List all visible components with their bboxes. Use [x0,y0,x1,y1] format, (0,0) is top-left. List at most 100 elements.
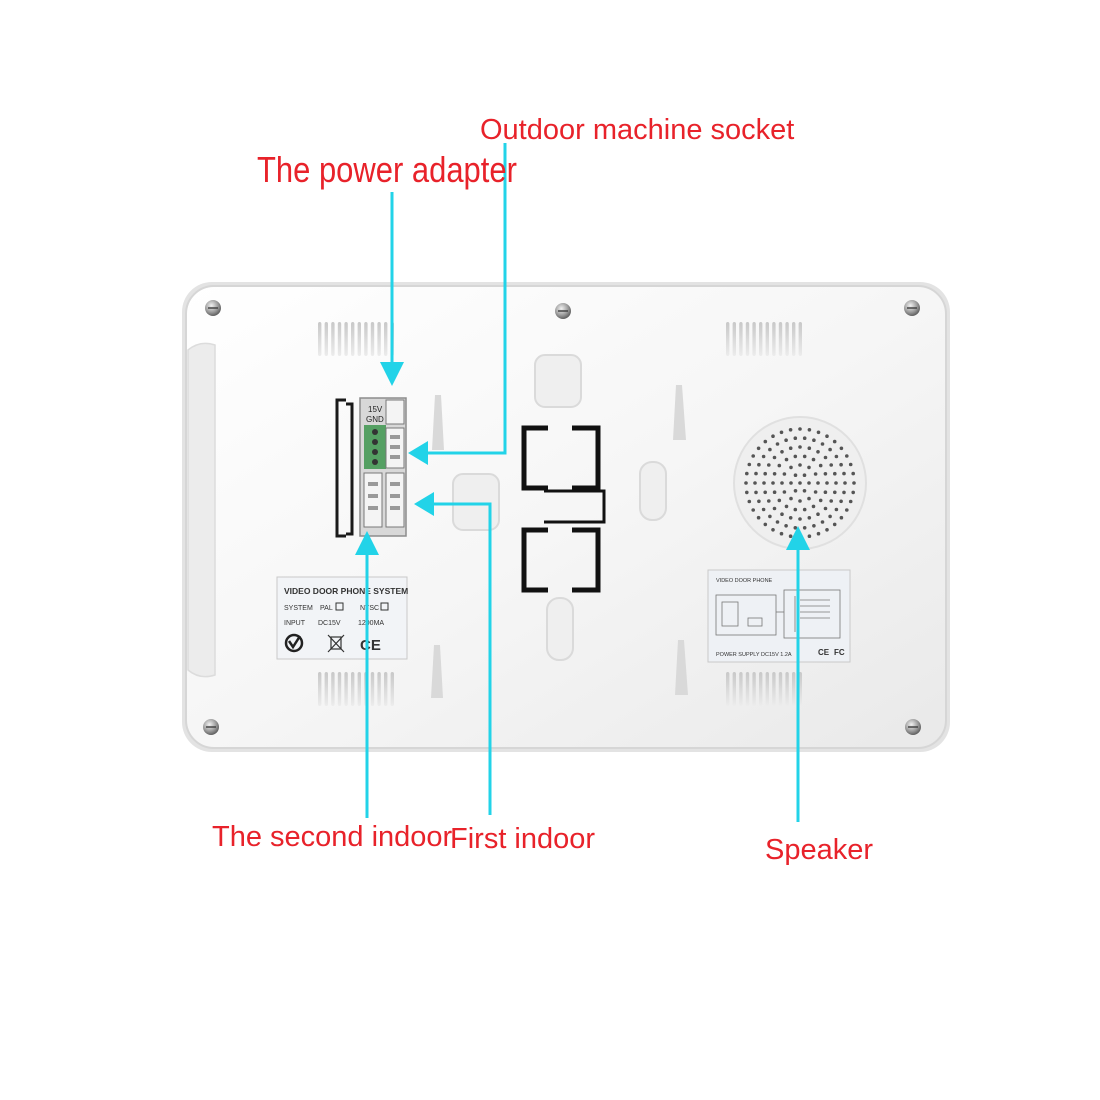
vent-slot [384,322,388,356]
speaker-hole [793,489,798,493]
speaker-hole [775,442,780,446]
speaker-hole [823,455,828,460]
speaker-hole [807,516,812,520]
speaker-hole [793,526,798,530]
speaker-hole [802,489,807,493]
speaker-hole [751,508,755,512]
speaker-hole [813,490,818,494]
speaker-hole [839,515,844,520]
speaker-hole [788,534,793,538]
speaker-hole [777,463,782,468]
speaker-hole [784,438,788,443]
vent-slot [331,672,335,706]
vent-slot [344,322,348,356]
speaker-hole [811,457,816,462]
speaker-hole [754,471,758,476]
ntsc-checkbox [380,602,389,611]
screw-bottom-left [203,719,219,735]
callout-arrowheads [355,362,810,555]
speaker-hole [823,506,828,511]
speaker-hole [823,490,828,495]
screw-bottom-right [905,719,921,735]
speaker-hole [802,507,807,512]
speaker-hole [784,457,789,462]
speaker-hole [825,481,829,485]
speaker-hole [834,454,839,459]
speaker-hole [829,499,833,503]
speaker-hole [762,481,766,485]
speaker-hole [848,499,853,504]
speaker-hole [832,522,837,527]
speaker-hole [823,472,828,476]
speaker-hole [763,471,767,476]
speaker-hole [807,465,811,470]
vent-slot [370,322,375,356]
vent-slot [778,672,783,706]
vent-slot [726,322,730,356]
vent-slot [384,672,388,706]
speaker-hole [834,481,838,485]
speaker-hole [833,490,837,495]
speaker-hole [772,506,777,511]
speaker-hole [845,454,849,458]
outdoor-socket-callout-line [425,143,507,455]
connector-ground-mark: GND [366,415,384,424]
speaker-hole [807,481,811,485]
speaker-hole [756,446,761,451]
speaker-hole [793,473,798,478]
speaker-hole [807,446,812,451]
vent-slot [778,322,783,356]
speaker-hole [767,463,771,467]
speaker-hole [763,490,767,495]
vent-slot [364,322,368,356]
speaker-hole [757,462,761,467]
speaker-arrow-icon [786,526,810,550]
sticker-title: VIDEO DOOR PHONE SYSTEM [284,586,408,596]
second-indoor-socket [363,472,383,528]
vent-slot [739,672,743,706]
vent-slot [324,322,328,356]
speaker-hole [798,463,802,467]
speaker-hole [825,528,829,532]
sticker-system-label: SYSTEM [284,605,313,612]
speaker-hole [763,439,768,444]
screw-top-center [555,303,571,319]
wall-mount-bracket [521,425,606,593]
speaker-hole [780,450,784,454]
speaker-hole [780,512,784,516]
molded-recesses [452,354,667,661]
speaker-hole [851,490,855,495]
speaker-hole [842,490,846,495]
vent-slot [745,322,750,356]
speaker-hole [839,499,843,504]
speaker-hole [788,516,793,520]
speaker-hole [818,498,823,503]
speaker-hole [753,481,757,485]
vent-slot [324,672,328,706]
vent-slot [318,322,322,356]
speaker-hole [798,517,802,521]
vent-slot [765,322,769,356]
speaker-hole [802,526,807,530]
power-adapter-arrow-icon [380,362,404,386]
speaker-hole [816,450,820,454]
speaker-hole [763,522,768,527]
speaker-hole [843,481,847,485]
speaker-hole [812,524,816,528]
power-adapter-socket [385,399,405,425]
weee-bin-icon [327,634,345,653]
speaker-hole [777,498,782,503]
vent-slot [732,322,736,356]
speaker-hole [771,528,775,532]
speaker-hole [834,507,839,512]
speaker-hole [768,447,772,452]
sticker-pal: PAL [320,605,333,612]
speaker-hole [788,428,793,432]
connector-board: 15V GND [359,397,407,537]
speaker-hole [747,499,752,504]
spec-sticker-left: VIDEO DOOR PHONE SYSTEM SYSTEM PAL NTSC … [276,576,408,660]
speaker-hole [798,445,802,449]
speaker-hole [745,471,749,476]
vent-slot [351,672,355,706]
